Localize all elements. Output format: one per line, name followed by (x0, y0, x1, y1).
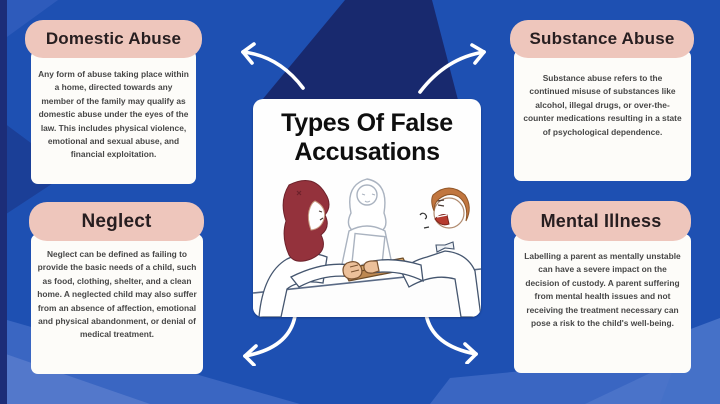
card-heading-mental-illness: Mental Illness (511, 201, 691, 241)
center-title-panel: Types Of False Accusations (253, 99, 481, 317)
card-body-substance-abuse: Substance abuse refers to the continued … (514, 50, 691, 181)
card-body-text: Any form of abuse taking place within a … (38, 69, 189, 160)
card-heading-label: Domestic Abuse (45, 29, 182, 48)
card-body-text: Neglect can be defined as failing to pro… (37, 249, 197, 340)
curved-arrow-down-right-icon (424, 312, 478, 364)
title-line-1: Types Of False (281, 109, 453, 137)
card-heading-label: Neglect (81, 210, 152, 232)
left-edge-strip (0, 0, 7, 404)
card-heading-label: Mental Illness (540, 210, 662, 231)
card-heading-domestic-abuse: Domestic Abuse (25, 20, 202, 58)
page-title: Types Of False Accusations (257, 109, 477, 167)
card-body-text: Labelling a parent as mentally unstable … (524, 251, 681, 329)
background-facet (262, 0, 458, 100)
curved-arrow-down-left-icon (243, 314, 297, 366)
title-line-2: Accusations (294, 138, 440, 166)
card-body-neglect: Neglect can be defined as failing to pro… (31, 234, 203, 374)
curved-arrow-up-right-icon (418, 43, 486, 94)
card-body-text: Substance abuse refers to the continued … (523, 73, 682, 137)
argument-illustration (253, 178, 481, 317)
curved-arrow-up-left-icon (241, 42, 305, 90)
card-heading-neglect: Neglect (29, 202, 204, 241)
background-facet (0, 0, 58, 42)
card-body-mental-illness: Labelling a parent as mentally unstable … (514, 234, 691, 373)
card-heading-substance-abuse: Substance Abuse (510, 20, 694, 58)
card-body-domestic-abuse: Any form of abuse taking place within a … (31, 50, 196, 184)
card-heading-label: Substance Abuse (529, 29, 675, 48)
